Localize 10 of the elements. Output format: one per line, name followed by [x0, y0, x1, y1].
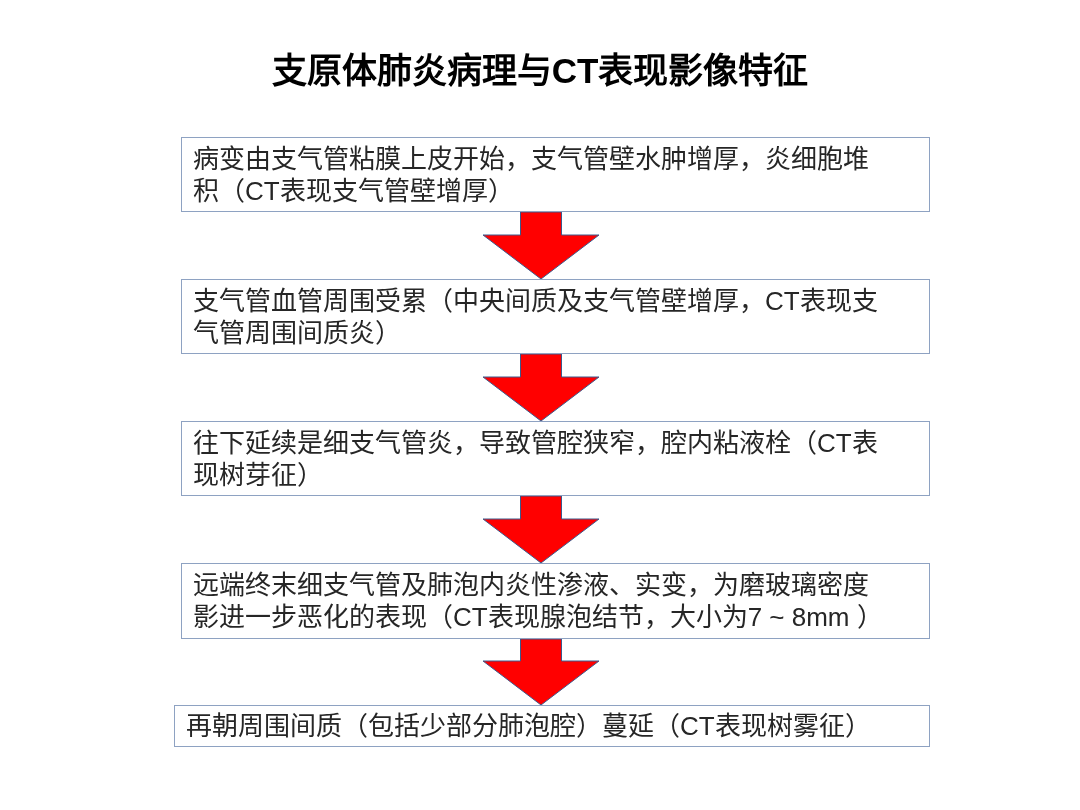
process-box: 往下延续是细支气管炎，导致管腔狭窄，腔内粘液栓（CT表现树芽征） [181, 421, 930, 496]
title: 支原体肺炎病理与CT表现影像特征 [271, 50, 809, 92]
block-arrow [482, 495, 600, 564]
process-box: 远端终末细支气管及肺泡内炎性渗液、实变，为磨玻璃密度影进一步恶化的表现（CT表现腺泡结节，大小为7 ~ 8mm ） [181, 563, 930, 639]
process-box: 病变由支气管粘膜上皮开始，支气管壁水肿增厚，炎细胞堆积（CT表现支气管壁增厚） [181, 137, 930, 212]
block-arrow [482, 638, 600, 706]
block-arrow [482, 211, 600, 280]
process-box: 再朝周围间质（包括少部分肺泡腔）蔓延（CT表现树雾征） [174, 705, 930, 747]
process-box: 支气管血管周围受累（中央间质及支气管壁增厚，CT表现支气管周围间质炎） [181, 279, 930, 354]
block-arrow [482, 353, 600, 422]
